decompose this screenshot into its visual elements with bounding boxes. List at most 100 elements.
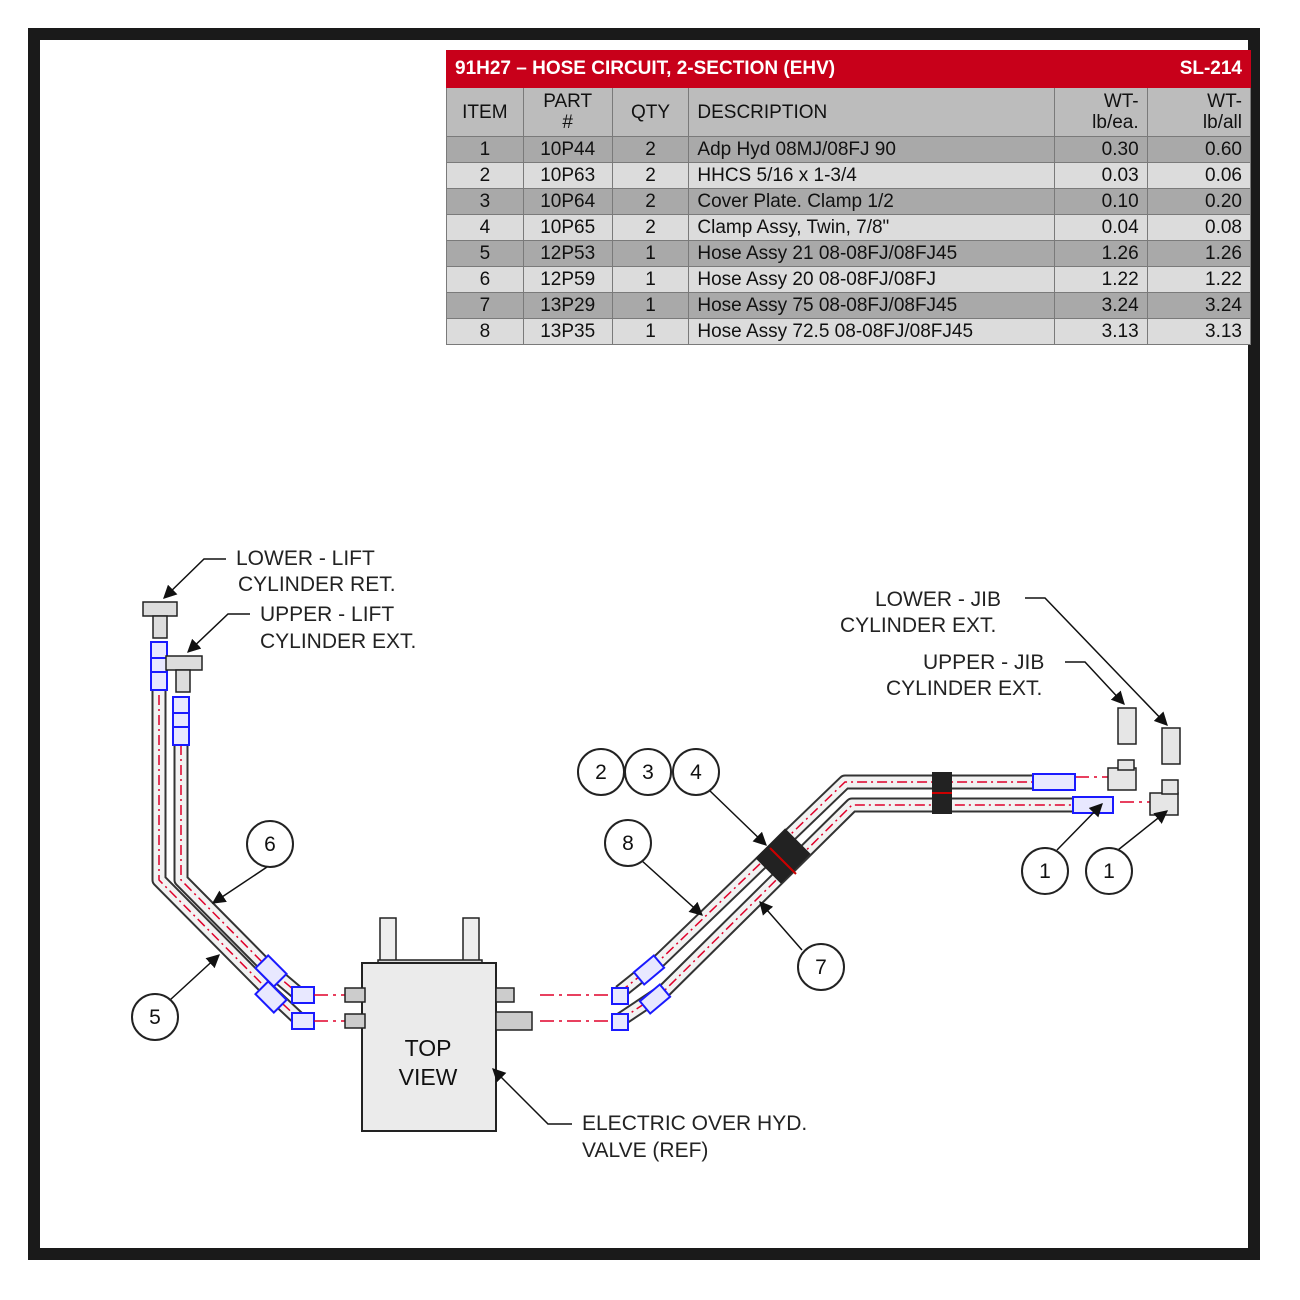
svg-text:UPPER - LIFT: UPPER - LIFT — [260, 603, 394, 626]
cell-wt-each: 3.13 — [1053, 318, 1148, 345]
cell-part: 10P63 — [522, 162, 613, 189]
balloon-1-upper-jib: 1 — [1021, 847, 1069, 895]
svg-text:LOWER - JIB: LOWER - JIB — [875, 588, 1001, 611]
cell-wt-all: 0.06 — [1146, 162, 1252, 189]
twin-clamp-horizontal — [932, 772, 952, 814]
hose-5 — [151, 655, 306, 1026]
col-description: DESCRIPTION — [688, 87, 1055, 137]
svg-text:5: 5 — [149, 1006, 161, 1029]
cell-wt-each: 0.04 — [1053, 214, 1148, 241]
cell-wt-each: 0.03 — [1053, 162, 1148, 189]
balloon-8: 8 — [604, 819, 652, 867]
cell-wt-each: 1.26 — [1053, 240, 1148, 267]
svg-text:1: 1 — [1039, 860, 1051, 883]
label-lower-jib: LOWER - JIB CYLINDER EXT. — [840, 588, 1168, 726]
svg-text:8: 8 — [622, 832, 634, 855]
cell-description: Adp Hyd 08MJ/08FJ 90 — [688, 136, 1055, 163]
label-lower-lift: LOWER - LIFT CYLINDER RET. — [163, 547, 396, 599]
balloon-5: 5 — [131, 993, 179, 1041]
cell-wt-each: 1.22 — [1053, 266, 1148, 293]
top-view-label-2: VIEW — [399, 1064, 458, 1090]
electric-over-hydraulic-valve: TOP VIEW — [344, 917, 533, 1132]
col-qty: QTY — [611, 87, 690, 137]
cell-description: Clamp Assy, Twin, 7/8" — [688, 214, 1055, 241]
cell-wt-each: 0.10 — [1053, 188, 1148, 215]
col-part: PART# — [522, 87, 613, 137]
col-wt-each: WT-lb/ea. — [1053, 87, 1148, 137]
balloon-3: 3 — [624, 748, 672, 796]
col-wt-all: WT-lb/all — [1146, 87, 1252, 137]
cell-item: 4 — [446, 214, 524, 241]
parts-list-table: 91H27 – HOSE CIRCUIT, 2-SECTION (EHV) SL… — [446, 50, 1252, 345]
cell-wt-all: 3.24 — [1146, 292, 1252, 319]
twin-clamp-diagonal — [755, 828, 811, 884]
col-item: ITEM — [446, 87, 524, 137]
cell-item: 1 — [446, 136, 524, 163]
cell-part: 10P65 — [522, 214, 613, 241]
cell-qty: 2 — [611, 136, 690, 163]
cell-description: HHCS 5/16 x 1-3/4 — [688, 162, 1055, 189]
balloon-1-lower-jib: 1 — [1085, 847, 1133, 895]
svg-text:UPPER - JIB: UPPER - JIB — [923, 651, 1044, 674]
svg-text:CYLINDER EXT.: CYLINDER EXT. — [840, 614, 996, 637]
svg-text:LOWER - LIFT: LOWER - LIFT — [236, 547, 375, 570]
cell-item: 8 — [446, 318, 524, 345]
cell-part: 10P44 — [522, 136, 613, 163]
balloon-leaders — [169, 789, 1169, 1001]
left-hose-end-fittings — [254, 954, 315, 1030]
cell-description: Hose Assy 20 08-08FJ/08FJ — [688, 266, 1055, 293]
balloon-4: 4 — [672, 748, 720, 796]
cell-qty: 1 — [611, 266, 690, 293]
svg-text:4: 4 — [690, 761, 702, 784]
label-valve: ELECTRIC OVER HYD. VALVE (REF) — [492, 1068, 807, 1162]
cell-item: 5 — [446, 240, 524, 267]
svg-text:CYLINDER RET.: CYLINDER RET. — [238, 573, 396, 596]
cell-item: 7 — [446, 292, 524, 319]
hose-6 — [173, 705, 305, 1001]
cell-wt-all: 3.13 — [1146, 318, 1252, 345]
cell-qty: 1 — [611, 240, 690, 267]
cell-item: 3 — [446, 188, 524, 215]
hose-7 — [615, 797, 1075, 1027]
cell-description: Hose Assy 75 08-08FJ/08FJ45 — [688, 292, 1055, 319]
cell-part: 12P59 — [522, 266, 613, 293]
top-view-label-1: TOP — [405, 1035, 452, 1061]
svg-text:2: 2 — [595, 761, 607, 784]
cell-part: 12P53 — [522, 240, 613, 267]
label-upper-jib: UPPER - JIB CYLINDER EXT. — [886, 651, 1125, 705]
sheet-number: SL-214 — [1146, 50, 1252, 88]
cell-wt-all: 0.08 — [1146, 214, 1252, 241]
svg-text:CYLINDER EXT.: CYLINDER EXT. — [886, 677, 1042, 700]
cell-item: 2 — [446, 162, 524, 189]
upper-lift-fitting — [165, 655, 203, 746]
cell-qty: 1 — [611, 318, 690, 345]
cell-description: Cover Plate. Clamp 1/2 — [688, 188, 1055, 215]
svg-text:1: 1 — [1103, 860, 1115, 883]
cell-qty: 2 — [611, 188, 690, 215]
svg-text:CYLINDER EXT.: CYLINDER EXT. — [260, 630, 416, 653]
cell-wt-all: 1.26 — [1146, 240, 1252, 267]
cell-part: 13P35 — [522, 318, 613, 345]
svg-text:6: 6 — [264, 833, 276, 856]
svg-text:7: 7 — [815, 956, 827, 979]
cell-qty: 2 — [611, 162, 690, 189]
balloon-6: 6 — [246, 820, 294, 868]
label-upper-lift: UPPER - LIFT CYLINDER EXT. — [187, 603, 416, 653]
svg-text:3: 3 — [642, 761, 654, 784]
svg-text:VALVE (REF): VALVE (REF) — [582, 1139, 708, 1162]
lower-lift-fitting — [142, 601, 178, 691]
cell-wt-all: 1.22 — [1146, 266, 1252, 293]
jib-cylinder-fittings — [1107, 707, 1181, 816]
table-header-row: ITEM PART# QTY DESCRIPTION WT-lb/ea. WT-… — [446, 87, 1252, 137]
cell-description: Hose Assy 72.5 08-08FJ/08FJ45 — [688, 318, 1055, 345]
svg-text:ELECTRIC OVER HYD.: ELECTRIC OVER HYD. — [582, 1112, 807, 1135]
